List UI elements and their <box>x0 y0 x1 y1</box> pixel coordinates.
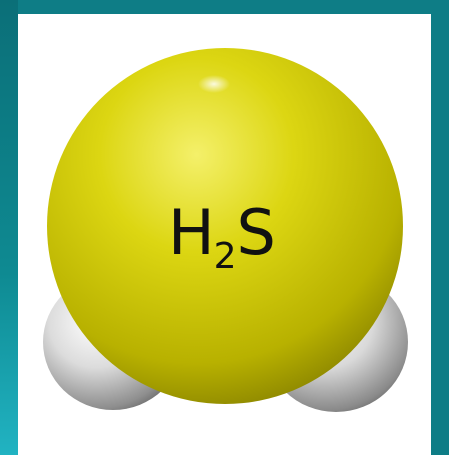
left-border-band <box>0 0 18 455</box>
sulfur-atom <box>47 48 403 404</box>
formula-element-s: S <box>236 196 276 269</box>
formula-element-h: H <box>168 196 215 269</box>
formula-subscript: 2 <box>213 236 237 277</box>
molecular-formula: H2S <box>168 202 276 275</box>
h2s-space-filling-model <box>43 48 408 412</box>
sulfur-highlight <box>198 75 230 93</box>
molecule-stage: H2S <box>18 14 431 455</box>
top-border-band <box>0 0 449 14</box>
right-border-band <box>431 0 449 455</box>
